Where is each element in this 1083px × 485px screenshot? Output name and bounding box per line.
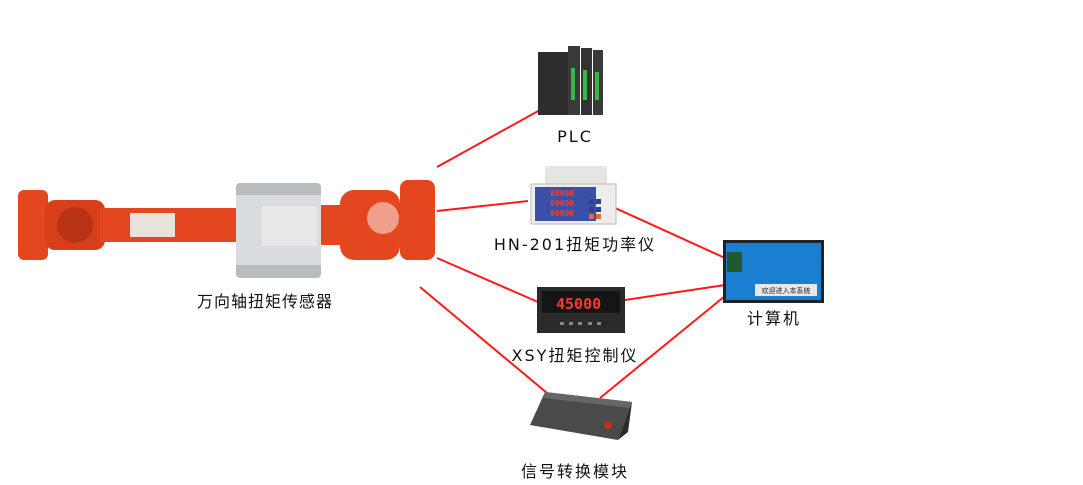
signal-conversion-module-image xyxy=(530,392,632,440)
link-sensor-plc xyxy=(436,109,541,168)
computer-monitor-image: 欢迎进入本系统 xyxy=(723,240,824,303)
hn201-label: HN-201扭矩功率仪 xyxy=(493,235,657,254)
hn201-row-1: 00000 xyxy=(550,189,574,198)
link-sensor-xsy xyxy=(436,257,539,303)
link-sensor-module xyxy=(419,286,554,399)
hn201-instrument-image: 00000 00000 00000 xyxy=(530,166,617,225)
plc-image xyxy=(538,46,603,115)
connections xyxy=(419,109,726,399)
sensor-label: 万向轴扭矩传感器 xyxy=(196,292,334,311)
xsy-display-value: 45000 xyxy=(556,295,601,313)
link-hn201-computer xyxy=(612,206,726,259)
plc-label: PLC xyxy=(557,127,593,146)
xsy-controller-image: 45000 xyxy=(537,287,625,333)
xsy-label: XSY扭矩控制仪 xyxy=(511,346,639,365)
link-xsy-computer xyxy=(624,284,726,301)
link-sensor-hn201 xyxy=(436,200,529,212)
cardan-shaft-torque-sensor-image xyxy=(18,180,435,278)
link-module-computer xyxy=(599,295,726,399)
hn201-row-2: 00000 xyxy=(550,199,574,208)
module-label: 信号转换模块 xyxy=(520,462,630,481)
computer-label: 计算机 xyxy=(746,309,802,328)
hn201-row-3: 00000 xyxy=(550,209,574,218)
computer-screen-banner: 欢迎进入本系统 xyxy=(762,286,811,295)
